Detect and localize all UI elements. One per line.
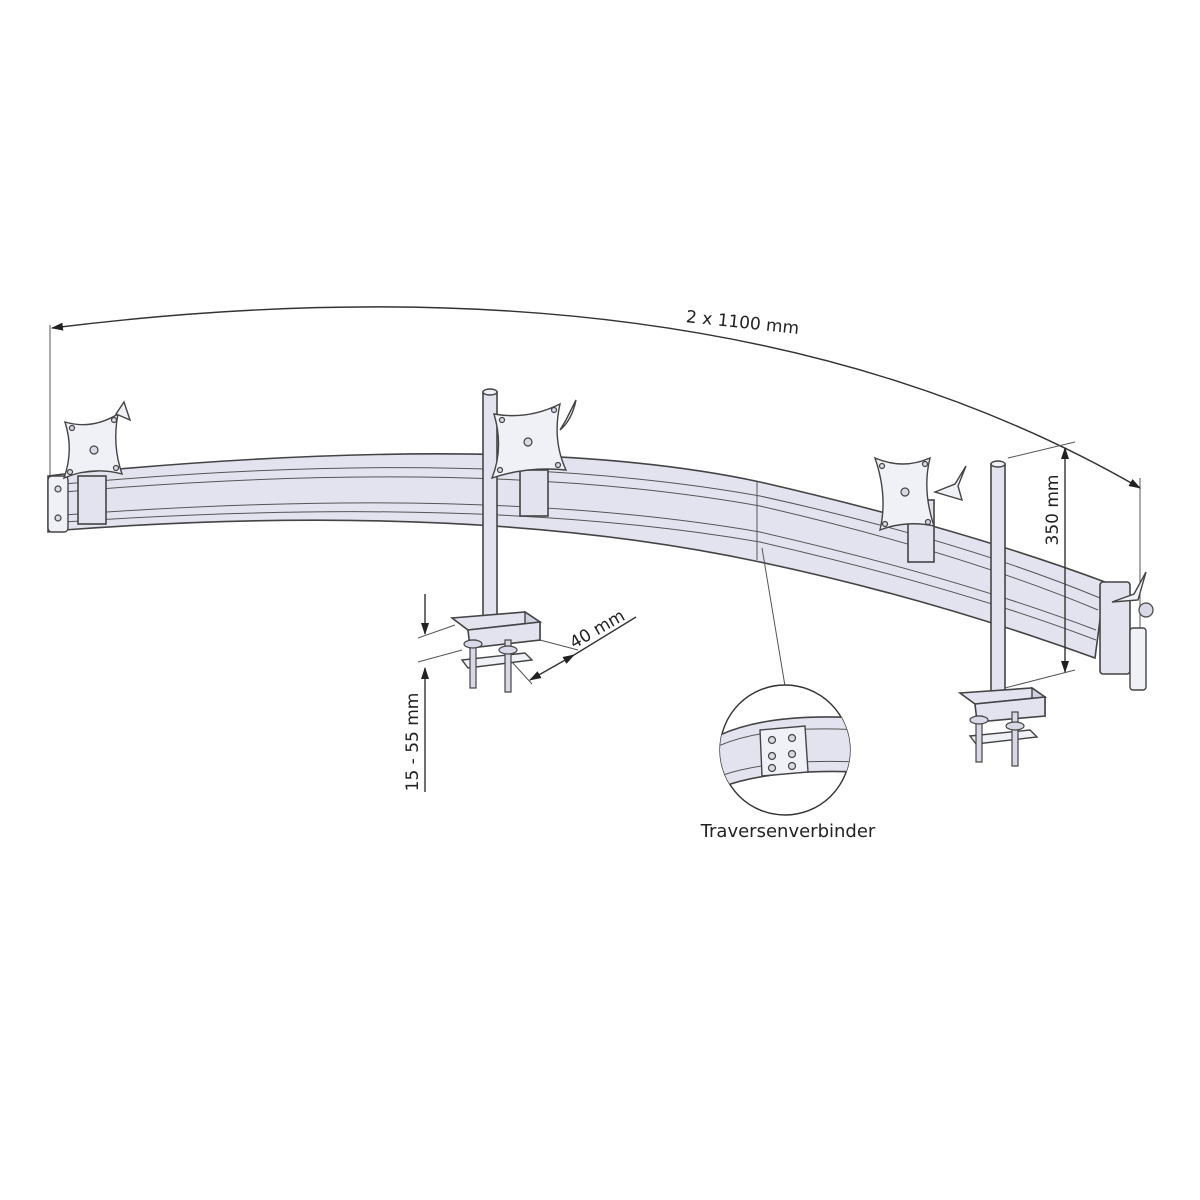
vesa-4-lever [1111, 571, 1147, 603]
clamp-width-extension-2 [539, 639, 579, 651]
pole-1-cap [482, 388, 498, 396]
curved-traverse-bar [47, 453, 1106, 660]
height-extension-bottom [1004, 669, 1076, 689]
height-dimension-label: 350 mm [1043, 475, 1063, 546]
pole-1-tube [482, 391, 498, 621]
width-dimension-arc [51, 306, 1141, 489]
clamp-2-plate [968, 729, 1039, 745]
bar-groove-bottom [63, 502, 1097, 631]
pole-2 [957, 460, 1048, 767]
vesa-4-holder [1099, 581, 1131, 675]
height-dimension: 350 mm [1004, 441, 1076, 689]
clamp-width-line [529, 654, 575, 681]
clamp-2-bolt-right [1011, 711, 1019, 767]
vesa-2-holder [519, 469, 549, 517]
vesa-3-lever [932, 465, 967, 502]
vesa-1-lever [114, 400, 132, 422]
desk-thickness-dimension: 15 - 55 mm [403, 594, 463, 792]
desk-extension-bottom [417, 649, 463, 663]
vesa-4-knob [1138, 602, 1154, 618]
height-extension-top [1007, 441, 1076, 459]
clamp-width-leader [573, 616, 637, 656]
bar-groove-top-2 [63, 476, 1099, 611]
vesa-4-plate [1129, 627, 1147, 691]
callout-label: Traversenverbinder [700, 821, 876, 842]
vesa-plate-4 [1099, 571, 1154, 691]
vesa-2-lever [559, 399, 577, 431]
bar-end-cap [47, 475, 69, 533]
vesa-plate-2 [490, 399, 577, 517]
clamp-width-extension-1 [511, 661, 533, 685]
bar-groove-bottom-2 [63, 511, 1097, 641]
clamp-width-label: 40 mm [566, 606, 628, 653]
callout-detail-view [720, 716, 850, 794]
desk-thickness-label: 15 - 55 mm [403, 693, 423, 792]
desk-extension-top [417, 624, 456, 639]
bar-groove-top [63, 467, 1101, 599]
callout-leader [761, 547, 786, 687]
pole-2-tube [990, 463, 1006, 697]
connector-detail-callout: Traversenverbinder [700, 547, 876, 842]
vesa-1-holder [77, 475, 107, 525]
vesa-plate-1 [62, 400, 132, 525]
pole-2-cap [990, 460, 1006, 468]
connector-plate [759, 725, 809, 777]
clamp-1-bolt-right [504, 639, 512, 693]
vesa-plate-3 [873, 456, 967, 563]
